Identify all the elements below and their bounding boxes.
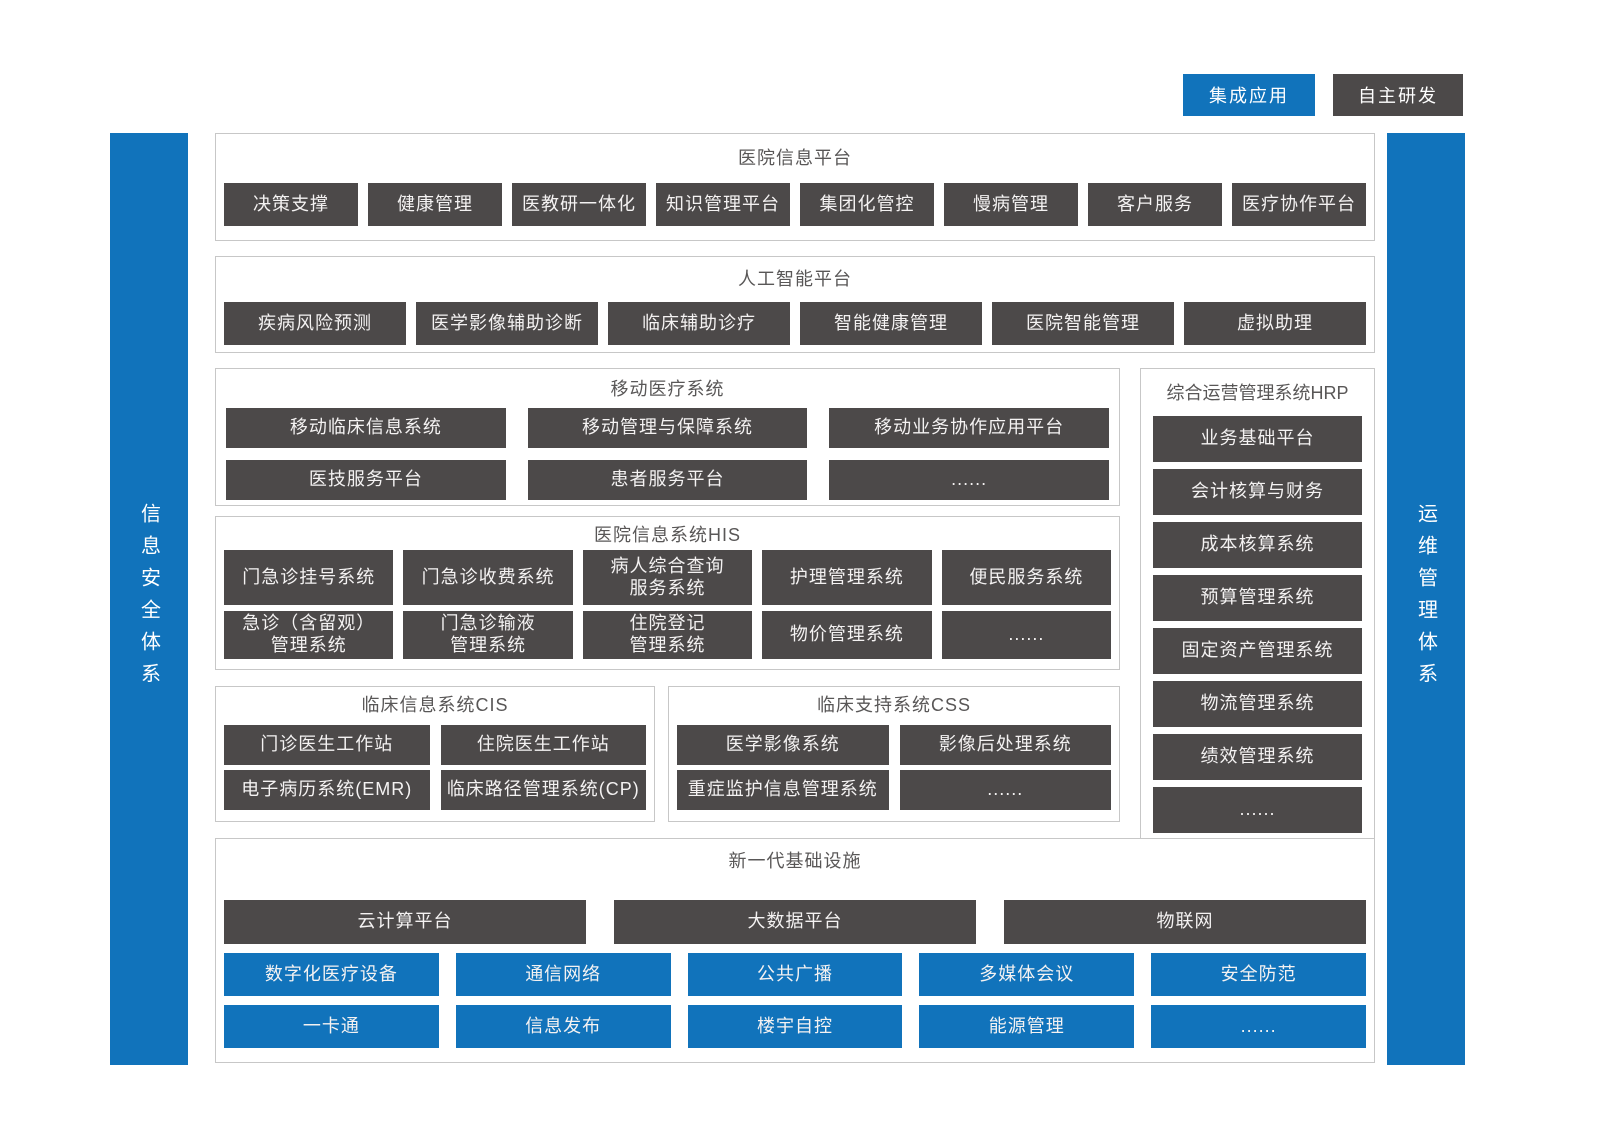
hrp-item: 预算管理系统 [1153, 575, 1362, 621]
infra-item: 通信网络 [455, 953, 671, 996]
legend-self-developed-badge: 自主研发 [1333, 74, 1463, 116]
cis-item: 临床路径管理系统(CP) [440, 770, 646, 810]
section-title: 综合运营管理系统HRP [1166, 383, 1349, 403]
infra-item: 物联网 [1004, 900, 1366, 944]
mobile-item: 移动业务协作应用平台 [829, 408, 1110, 448]
platform-item: 知识管理平台 [656, 183, 790, 226]
mobile-items-row: 医技服务平台 患者服务平台 ...... [226, 460, 1110, 500]
infra-blue-row: 数字化医疗设备 通信网络 公共广播 多媒体会议 安全防范 [224, 953, 1366, 996]
cis-item: 电子病历系统(EMR) [224, 770, 430, 810]
infra-item: 多媒体会议 [919, 953, 1135, 996]
mobile-item: 移动临床信息系统 [226, 408, 506, 448]
infra-item: 楼宇自控 [687, 1005, 903, 1048]
mobile-item: 患者服务平台 [527, 460, 808, 500]
his-items-row: 急诊（含留观） 管理系统 门急诊输液 管理系统 住院登记 管理系统 物价管理系统… [224, 611, 1112, 659]
infra-item: 安全防范 [1151, 953, 1366, 996]
cis-items-row: 门诊医生工作站 住院医生工作站 [224, 725, 646, 765]
legend-integrated-badge: 集成应用 [1183, 74, 1315, 116]
css-items-row: 医学影像系统 影像后处理系统 [677, 725, 1111, 765]
mobile-item: 移动管理与保障系统 [527, 408, 808, 448]
ai-items-row: 疾病风险预测 医学影像辅助诊断 临床辅助诊疗 智能健康管理 医院智能管理 虚拟助… [224, 302, 1366, 345]
his-item: 急诊（含留观） 管理系统 [224, 611, 394, 659]
ai-item: 疾病风险预测 [224, 302, 406, 345]
his-item: 住院登记 管理系统 [582, 611, 753, 659]
infra-item: 大数据平台 [614, 900, 976, 944]
section-title: 医院信息平台 [738, 148, 852, 168]
his-item: ...... [941, 611, 1112, 659]
section-mobile-medical: 移动医疗系统 移动临床信息系统 移动管理与保障系统 移动业务协作应用平台 医技服… [215, 368, 1120, 506]
hrp-items-column: 业务基础平台 会计核算与财务 成本核算系统 预算管理系统 固定资产管理系统 物流… [1153, 416, 1362, 833]
platform-item: 健康管理 [368, 183, 502, 226]
cis-item: 住院医生工作站 [440, 725, 646, 765]
section-title: 临床信息系统CIS [361, 695, 509, 715]
ai-item: 虚拟助理 [1184, 302, 1366, 345]
platform-item: 客户服务 [1088, 183, 1222, 226]
ops-maintenance-system-bar: 运维管理体系 [1387, 133, 1465, 1065]
hrp-item: 成本核算系统 [1153, 522, 1362, 568]
ai-item: 医学影像辅助诊断 [416, 302, 598, 345]
css-items-row: 重症监护信息管理系统 ...... [677, 770, 1111, 810]
his-item: 门急诊输液 管理系统 [403, 611, 573, 659]
css-item: 医学影像系统 [677, 725, 889, 765]
hrp-item: 业务基础平台 [1153, 416, 1362, 462]
mobile-item: ...... [829, 460, 1110, 500]
section-title: 临床支持系统CSS [816, 695, 971, 715]
infra-item: ...... [1151, 1005, 1366, 1048]
css-item: 重症监护信息管理系统 [677, 770, 889, 810]
section-css: 临床支持系统CSS 医学影像系统 影像后处理系统 重症监护信息管理系统 ....… [668, 686, 1120, 822]
platform-item: 医教研一体化 [512, 183, 646, 226]
platform-item: 集团化管控 [800, 183, 934, 226]
ai-item: 临床辅助诊疗 [608, 302, 790, 345]
section-his: 医院信息系统HIS 门急诊挂号系统 门急诊收费系统 病人综合查询 服务系统 护理… [215, 516, 1120, 670]
hrp-item: ...... [1153, 787, 1362, 833]
his-items-row: 门急诊挂号系统 门急诊收费系统 病人综合查询 服务系统 护理管理系统 便民服务系… [224, 550, 1112, 605]
cis-items-row: 电子病历系统(EMR) 临床路径管理系统(CP) [224, 770, 646, 810]
platform-item: 医疗协作平台 [1232, 183, 1366, 226]
section-infrastructure: 新一代基础设施 云计算平台 大数据平台 物联网 数字化医疗设备 通信网络 公共广… [215, 838, 1375, 1063]
infra-item: 数字化医疗设备 [224, 953, 439, 996]
platform-items-row: 决策支撑 健康管理 医教研一体化 知识管理平台 集团化管控 慢病管理 客户服务 … [224, 183, 1366, 226]
infra-item: 信息发布 [455, 1005, 671, 1048]
mobile-items-row: 移动临床信息系统 移动管理与保障系统 移动业务协作应用平台 [226, 408, 1110, 448]
infra-dark-row: 云计算平台 大数据平台 物联网 [224, 900, 1366, 944]
his-item: 门急诊收费系统 [403, 550, 573, 605]
his-item: 物价管理系统 [762, 611, 932, 659]
ai-item: 智能健康管理 [800, 302, 982, 345]
hrp-item: 物流管理系统 [1153, 681, 1362, 727]
css-item: 影像后处理系统 [899, 725, 1111, 765]
section-ai-platform: 人工智能平台 疾病风险预测 医学影像辅助诊断 临床辅助诊疗 智能健康管理 医院智… [215, 256, 1375, 353]
infra-item: 能源管理 [919, 1005, 1135, 1048]
css-item: ...... [899, 770, 1111, 810]
his-item: 护理管理系统 [762, 550, 932, 605]
platform-item: 决策支撑 [224, 183, 358, 226]
section-title: 医院信息系统HIS [593, 525, 741, 545]
platform-item: 慢病管理 [944, 183, 1078, 226]
section-title: 人工智能平台 [738, 269, 852, 289]
infra-blue-row: 一卡通 信息发布 楼宇自控 能源管理 ...... [224, 1005, 1366, 1048]
section-hrp: 综合运营管理系统HRP 业务基础平台 会计核算与财务 成本核算系统 预算管理系统… [1140, 368, 1375, 850]
cis-item: 门诊医生工作站 [224, 725, 430, 765]
his-item: 门急诊挂号系统 [224, 550, 394, 605]
hrp-item: 会计核算与财务 [1153, 469, 1362, 515]
section-hospital-info-platform: 医院信息平台 决策支撑 健康管理 医教研一体化 知识管理平台 集团化管控 慢病管… [215, 133, 1375, 241]
infra-item: 公共广播 [687, 953, 903, 996]
section-title: 移动医疗系统 [610, 379, 725, 399]
hrp-item: 固定资产管理系统 [1153, 628, 1362, 674]
infra-item: 一卡通 [224, 1005, 439, 1048]
mobile-item: 医技服务平台 [226, 460, 506, 500]
section-title: 新一代基础设施 [728, 851, 862, 871]
infra-item: 云计算平台 [224, 900, 586, 944]
his-item: 便民服务系统 [941, 550, 1112, 605]
ai-item: 医院智能管理 [992, 302, 1174, 345]
hrp-item: 绩效管理系统 [1153, 734, 1362, 780]
section-cis: 临床信息系统CIS 门诊医生工作站 住院医生工作站 电子病历系统(EMR) 临床… [215, 686, 655, 822]
info-security-system-bar: 信息安全体系 [110, 133, 188, 1065]
his-item: 病人综合查询 服务系统 [582, 550, 753, 605]
